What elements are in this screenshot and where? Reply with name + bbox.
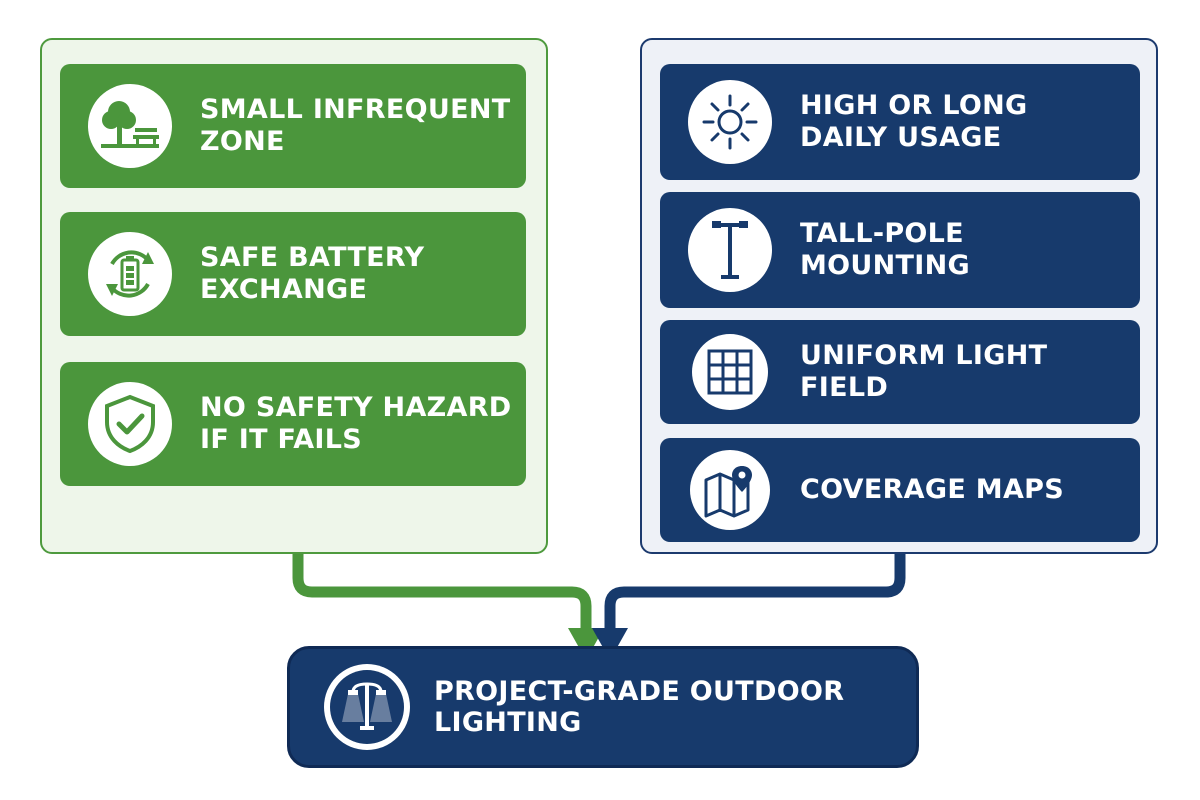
street-light-icon: [324, 664, 410, 750]
grid-panel-icon: [692, 334, 768, 410]
result-label: PROJECT-GRADE OUTDOOR LIGHTING: [434, 676, 845, 738]
card-label: NO SAFETY HAZARD IF IT FAILS: [200, 392, 512, 455]
card-tall-pole-mounting: TALL-POLE MOUNTING: [660, 192, 1140, 308]
card-coverage-maps: COVERAGE MAPS: [660, 438, 1140, 542]
card-label: TALL-POLE MOUNTING: [800, 218, 970, 281]
card-small-infrequent-zone: SMALL INFREQUENT ZONE: [60, 64, 526, 188]
project-grade-lighting-result: PROJECT-GRADE OUTDOOR LIGHTING: [287, 646, 919, 768]
card-uniform-light-field: UNIFORM LIGHT FIELD: [660, 320, 1140, 424]
green-arrowhead: [568, 628, 604, 660]
tall-pole-light-icon: [688, 208, 772, 292]
card-label: SAFE BATTERY EXCHANGE: [200, 242, 425, 305]
card-safe-battery-exchange: SAFE BATTERY EXCHANGE: [60, 212, 526, 336]
card-high-long-daily-usage: HIGH OR LONG DAILY USAGE: [660, 64, 1140, 180]
card-no-safety-hazard: NO SAFETY HAZARD IF IT FAILS: [60, 362, 526, 486]
card-label: UNIFORM LIGHT FIELD: [800, 340, 1048, 403]
sun-icon: [688, 80, 772, 164]
navy-arrowhead: [592, 628, 628, 660]
green-connector-line: [292, 554, 592, 632]
battery-exchange-icon: [88, 232, 172, 316]
card-label: COVERAGE MAPS: [800, 474, 1064, 505]
card-label: HIGH OR LONG DAILY USAGE: [800, 90, 1028, 153]
park-tree-bench-icon: [88, 84, 172, 168]
map-pin-icon: [690, 450, 770, 530]
shield-check-icon: [88, 382, 172, 466]
card-label: SMALL INFREQUENT ZONE: [200, 94, 511, 157]
navy-connector-line: [604, 554, 906, 632]
